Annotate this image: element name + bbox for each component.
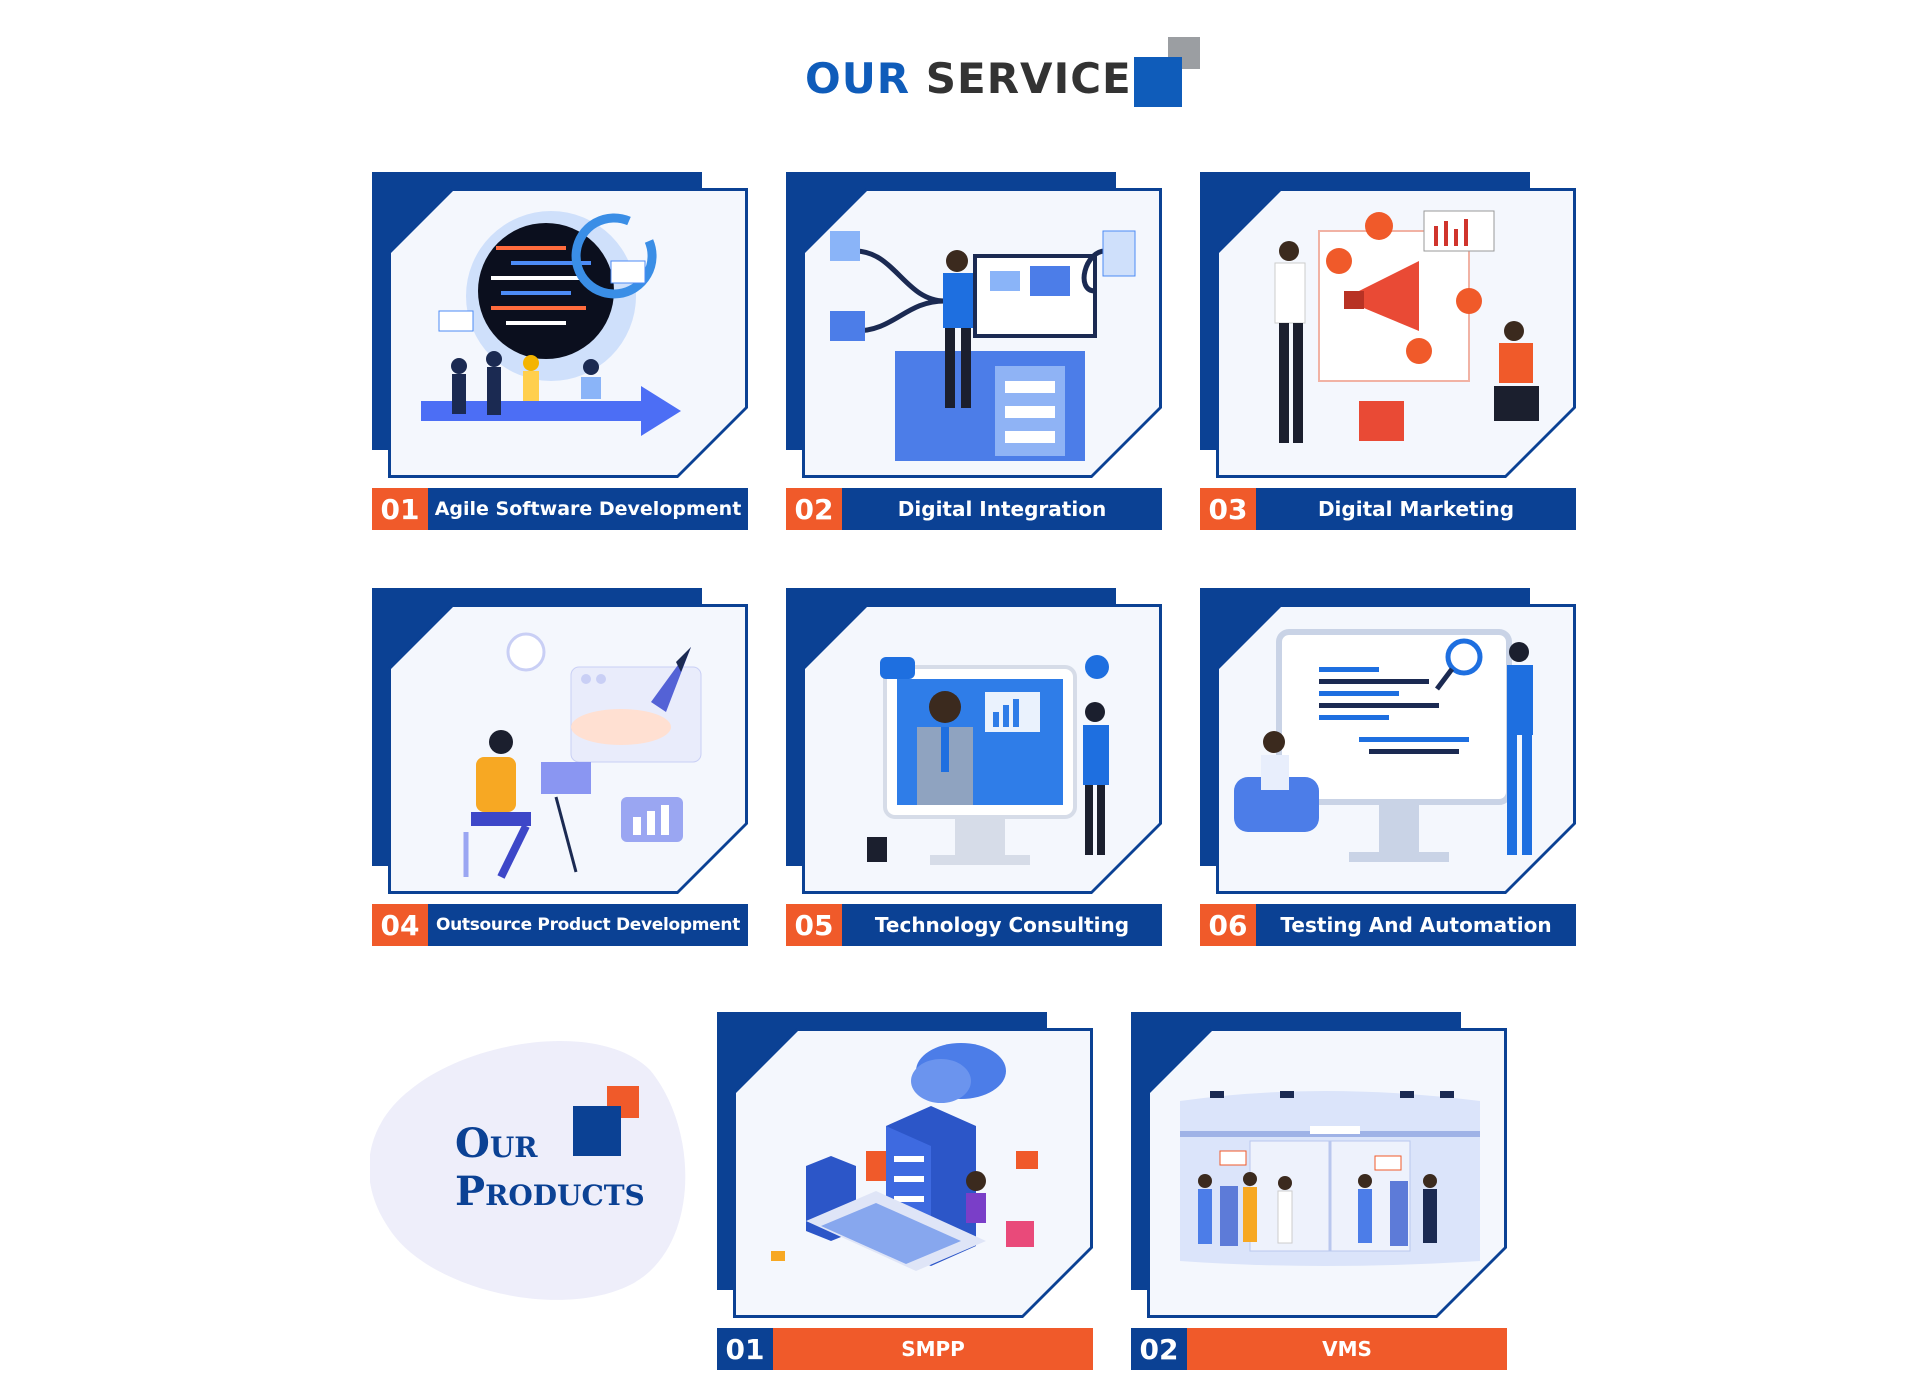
service-label: Digital Marketing — [1317, 497, 1515, 521]
product-number: 01 — [717, 1328, 773, 1370]
product-label-bar: 02 VMS — [1131, 1328, 1507, 1370]
service-number: 02 — [786, 488, 842, 530]
blue-square — [1134, 57, 1182, 107]
smpp-servers-illustration — [736, 1031, 1090, 1315]
product-card-vms[interactable]: 02 VMS — [1131, 1012, 1507, 1370]
service-label-bar: 02 Digital Integration — [786, 488, 1162, 530]
service-number: 03 — [1200, 488, 1256, 530]
testing-automation-illustration — [1219, 607, 1573, 891]
title-squares-logo — [1134, 37, 1200, 107]
service-label-bar: 06 Testing And Automation — [1200, 904, 1576, 946]
service-label-bar: 03 Digital Marketing — [1200, 488, 1576, 530]
service-label-bar: 01 Agile Software Development — [372, 488, 748, 530]
service-card-digital-integration[interactable]: 02 Digital Integration — [786, 172, 1162, 530]
service-label: Digital Integration — [897, 497, 1107, 521]
service-number: 05 — [786, 904, 842, 946]
product-label-bar: 01 SMPP — [717, 1328, 1093, 1370]
service-label: Outsource Product Development — [435, 915, 741, 935]
page-title: OUR SERVICES — [805, 54, 1163, 103]
service-label: Technology Consulting — [874, 913, 1130, 937]
product-number: 02 — [1131, 1328, 1187, 1370]
service-card-technology-consulting[interactable]: 05 Technology Consulting — [786, 588, 1162, 946]
page-title-word-services: SERVICES — [925, 54, 1163, 103]
agile-development-illustration — [391, 191, 745, 475]
service-label-bar: 05 Technology Consulting — [786, 904, 1162, 946]
digital-marketing-illustration — [1219, 191, 1573, 475]
digital-integration-illustration — [805, 191, 1159, 475]
product-label: SMPP — [901, 1337, 965, 1361]
product-card-smpp[interactable]: 01 SMPP — [717, 1012, 1093, 1370]
service-label: Agile Software Development — [434, 498, 742, 520]
product-label: VMS — [1322, 1337, 1372, 1361]
products-title-line2: Products — [455, 1168, 645, 1215]
service-card-testing-automation[interactable]: 06 Testing And Automation — [1200, 588, 1576, 946]
service-number: 06 — [1200, 904, 1256, 946]
page-title-word-our: OUR — [805, 54, 911, 103]
service-number: 04 — [372, 904, 428, 946]
technology-consulting-illustration — [805, 607, 1159, 891]
service-label: Testing And Automation — [1280, 913, 1552, 937]
service-label-bar: 04 Outsource Product Development — [372, 904, 748, 946]
products-blob-background — [370, 1041, 686, 1300]
service-card-outsource[interactable]: 04 Outsource Product Development — [372, 588, 748, 946]
vms-surveillance-illustration — [1150, 1031, 1504, 1315]
service-number: 01 — [372, 488, 428, 530]
service-card-digital-marketing[interactable]: 03 Digital Marketing — [1200, 172, 1576, 530]
blue-square — [573, 1106, 621, 1156]
products-squares-logo — [573, 1086, 639, 1158]
outsource-development-illustration — [391, 607, 745, 891]
service-card-agile[interactable]: 01 Agile Software Development — [372, 172, 748, 530]
products-section-title: Our Products — [455, 1120, 645, 1216]
products-title-line1: Our — [455, 1120, 538, 1167]
